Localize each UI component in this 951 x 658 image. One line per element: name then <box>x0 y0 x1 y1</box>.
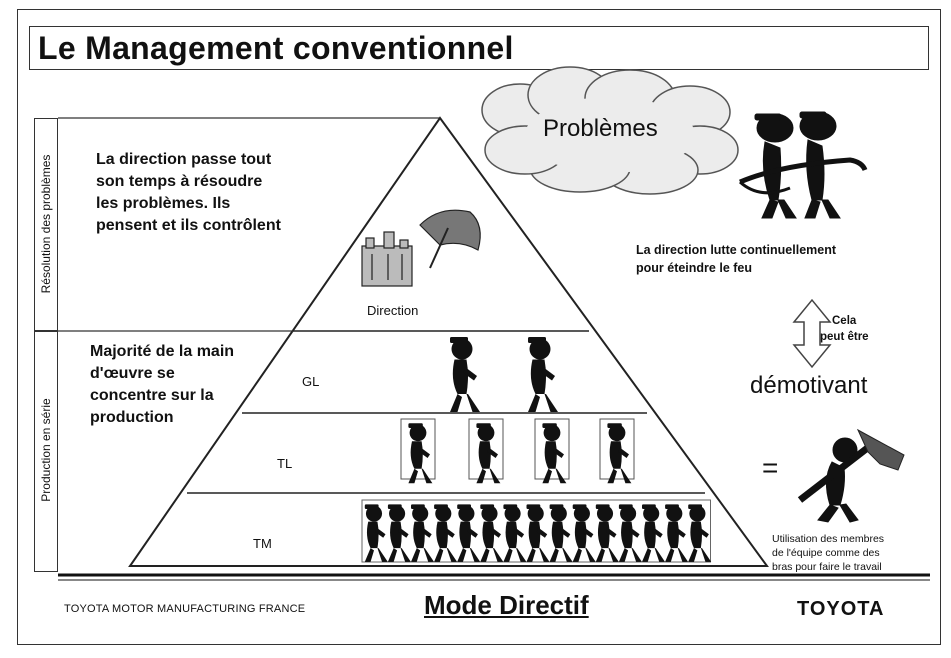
pyramid-outline <box>128 116 769 567</box>
arrow-caption-line: peut être <box>820 331 869 343</box>
firefighters-icon <box>738 111 868 219</box>
left-text-bottom-line: production <box>90 409 174 426</box>
left-text-top-line: son temps à résoudre <box>96 173 263 190</box>
footer-company: TOYOTA MOTOR MANUFACTURING FRANCE <box>64 603 306 615</box>
cloud-label: Problèmes <box>543 115 658 142</box>
level-label-gl: GL <box>302 374 320 389</box>
direction-label: Direction <box>367 303 419 318</box>
left-text-top: La direction passe tout son temps à réso… <box>96 149 281 237</box>
left-text-top-line: La direction passe tout <box>96 151 272 168</box>
worker-hammer-icon <box>797 428 905 523</box>
side-box-mass-production: Production en série <box>34 331 58 572</box>
worker-caption-line: Utilisation des membres <box>772 533 885 545</box>
worker-caption: Utilisation des membres de l'équipe comm… <box>772 532 884 574</box>
footer-mode: Mode Directif <box>424 590 589 620</box>
page-title: Le Management conventionnel <box>38 30 514 66</box>
direction-umbrella-icon <box>361 209 481 287</box>
outer-frame <box>17 9 941 645</box>
demotivant-label: démotivant <box>750 372 868 399</box>
gl-figure <box>450 337 480 412</box>
gl-figures <box>450 337 558 412</box>
left-text-bottom: Majorité de la main d'œuvre se concentre… <box>90 341 234 429</box>
level-label-tm: TM <box>253 536 272 551</box>
arrow-caption-line: Cela <box>832 315 857 327</box>
equals-sign: = <box>762 452 779 483</box>
tm-figures <box>361 499 712 563</box>
title-box <box>29 26 929 70</box>
level-label-tl: TL <box>277 456 293 471</box>
double-arrow-icon <box>792 298 832 369</box>
left-text-top-line: pensent et ils contrôlent <box>96 217 281 234</box>
fire-caption-line: La direction lutte continuellement <box>636 243 837 257</box>
fire-caption-line: pour éteindre le feu <box>636 261 752 275</box>
worker-caption-line: de l'équipe comme des <box>772 547 880 559</box>
tl-figures <box>400 418 635 484</box>
footer-logo: TOYOTA <box>797 598 885 620</box>
problem-cloud-icon <box>481 66 739 195</box>
gl-figure <box>528 337 558 412</box>
left-text-bottom-line: concentre sur la <box>90 387 214 404</box>
fire-caption: La direction lutte continuellement pour … <box>636 241 836 277</box>
worker-caption-line: bras pour faire le travail <box>772 561 882 573</box>
side-box-problem-solving: Résolution des problèmes <box>34 118 58 331</box>
left-text-top-line: les problèmes. Ils <box>96 195 231 212</box>
left-text-bottom-line: Majorité de la main <box>90 343 235 360</box>
left-text-bottom-line: d'œuvre se <box>90 365 175 382</box>
arrow-caption: Cela peut être <box>820 313 869 345</box>
